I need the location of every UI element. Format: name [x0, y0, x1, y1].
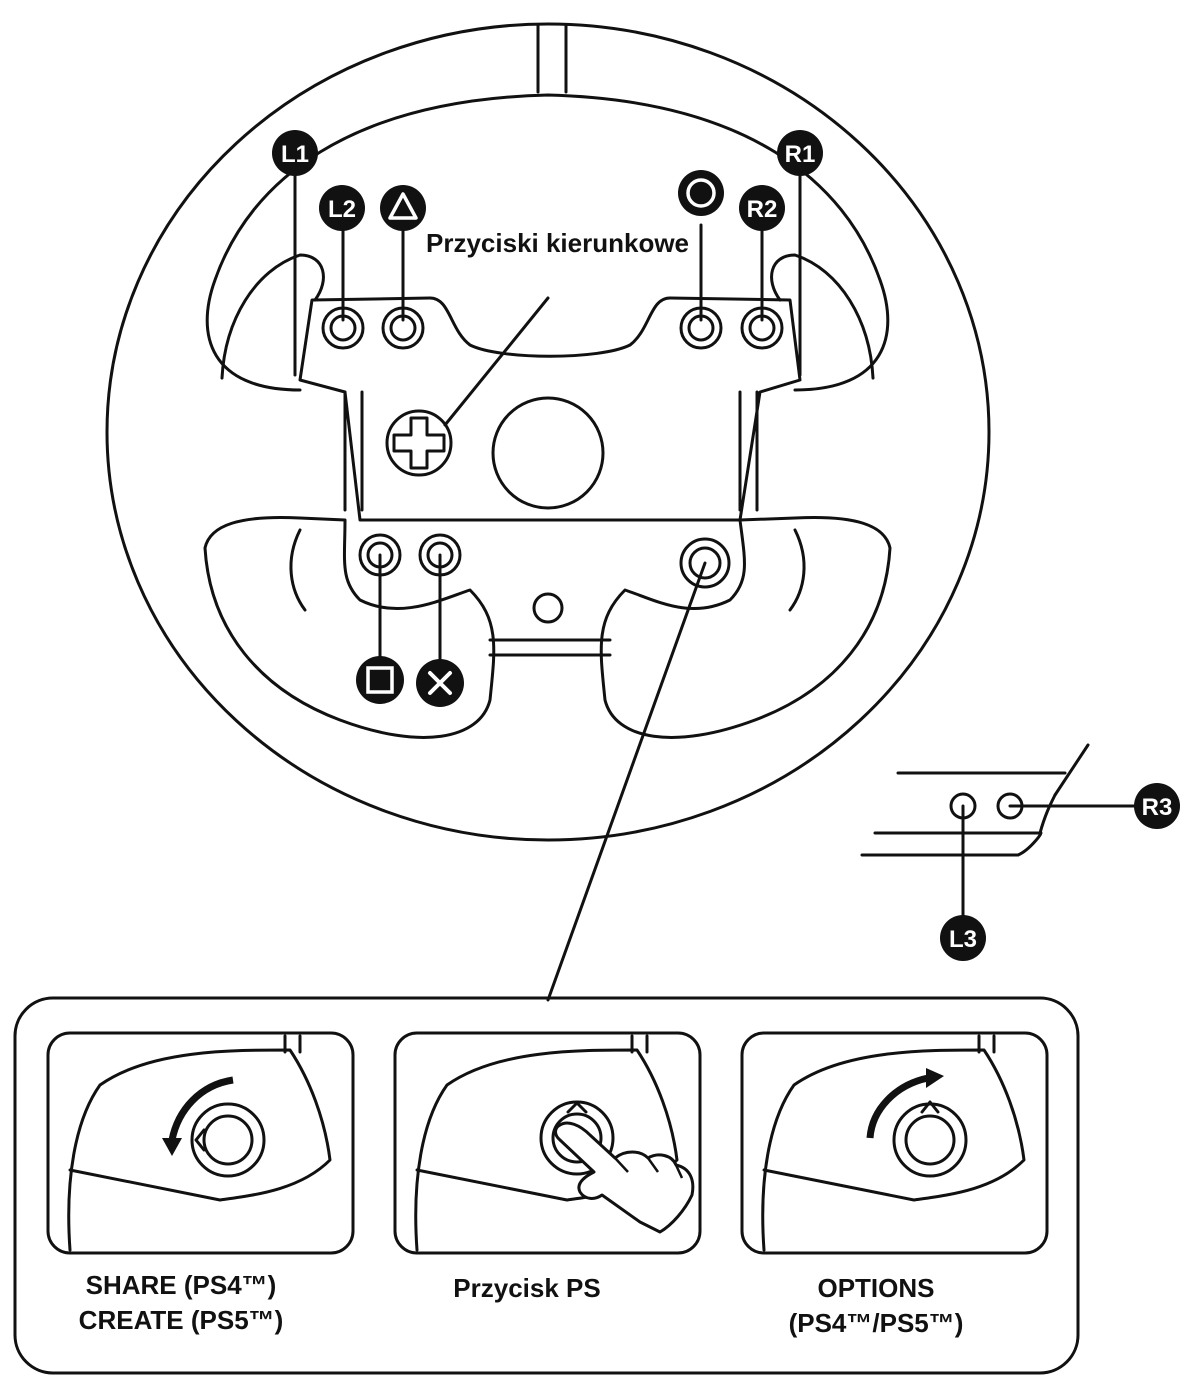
svg-text:R2: R2: [747, 196, 778, 223]
callout-box: [13, 996, 1080, 1375]
badge-r2: R2: [739, 185, 785, 231]
share-label-line1: SHARE (PS4™): [86, 1270, 277, 1300]
panel-options: [740, 1031, 1049, 1255]
hub-plate: [298, 296, 802, 657]
leader-lines: [293, 173, 802, 1002]
badge-r1: R1: [777, 130, 823, 176]
wheel-inner-upper: [205, 93, 890, 392]
svg-text:L3: L3: [949, 926, 977, 953]
square-icon: [356, 656, 404, 704]
dpad-icon: [385, 409, 453, 477]
pointing-hand-icon: [554, 1121, 695, 1234]
svg-text:R1: R1: [785, 141, 816, 168]
button-options-ring: [679, 537, 731, 589]
options-label-line2: (PS4™/PS5™): [789, 1308, 964, 1338]
ps-button-label: Przycisk PS: [453, 1273, 600, 1303]
badge-r3: R3: [1134, 783, 1180, 829]
rotate-left-arrow-icon: [162, 1076, 234, 1156]
svg-text:L1: L1: [281, 141, 309, 168]
dpad-label: Przyciski kierunkowe: [426, 228, 689, 258]
svg-text:R3: R3: [1142, 794, 1173, 821]
cross-icon: [416, 659, 464, 707]
svg-text:L2: L2: [328, 196, 356, 223]
rotate-right-arrow-icon: [866, 1068, 944, 1139]
badge-l1: L1: [272, 130, 318, 176]
badge-l3: L3: [940, 915, 986, 961]
wheel-rim: [105, 22, 991, 842]
panel-share: [46, 1031, 355, 1255]
triangle-icon: [380, 185, 426, 231]
options-label-line1: OPTIONS: [817, 1273, 934, 1303]
badge-l2: L2: [319, 185, 365, 231]
share-label-line2: CREATE (PS5™): [79, 1305, 284, 1335]
wheel-inner-lower: [203, 516, 892, 739]
circle-icon: [678, 170, 724, 216]
l3-r3-detail: [860, 743, 1137, 917]
